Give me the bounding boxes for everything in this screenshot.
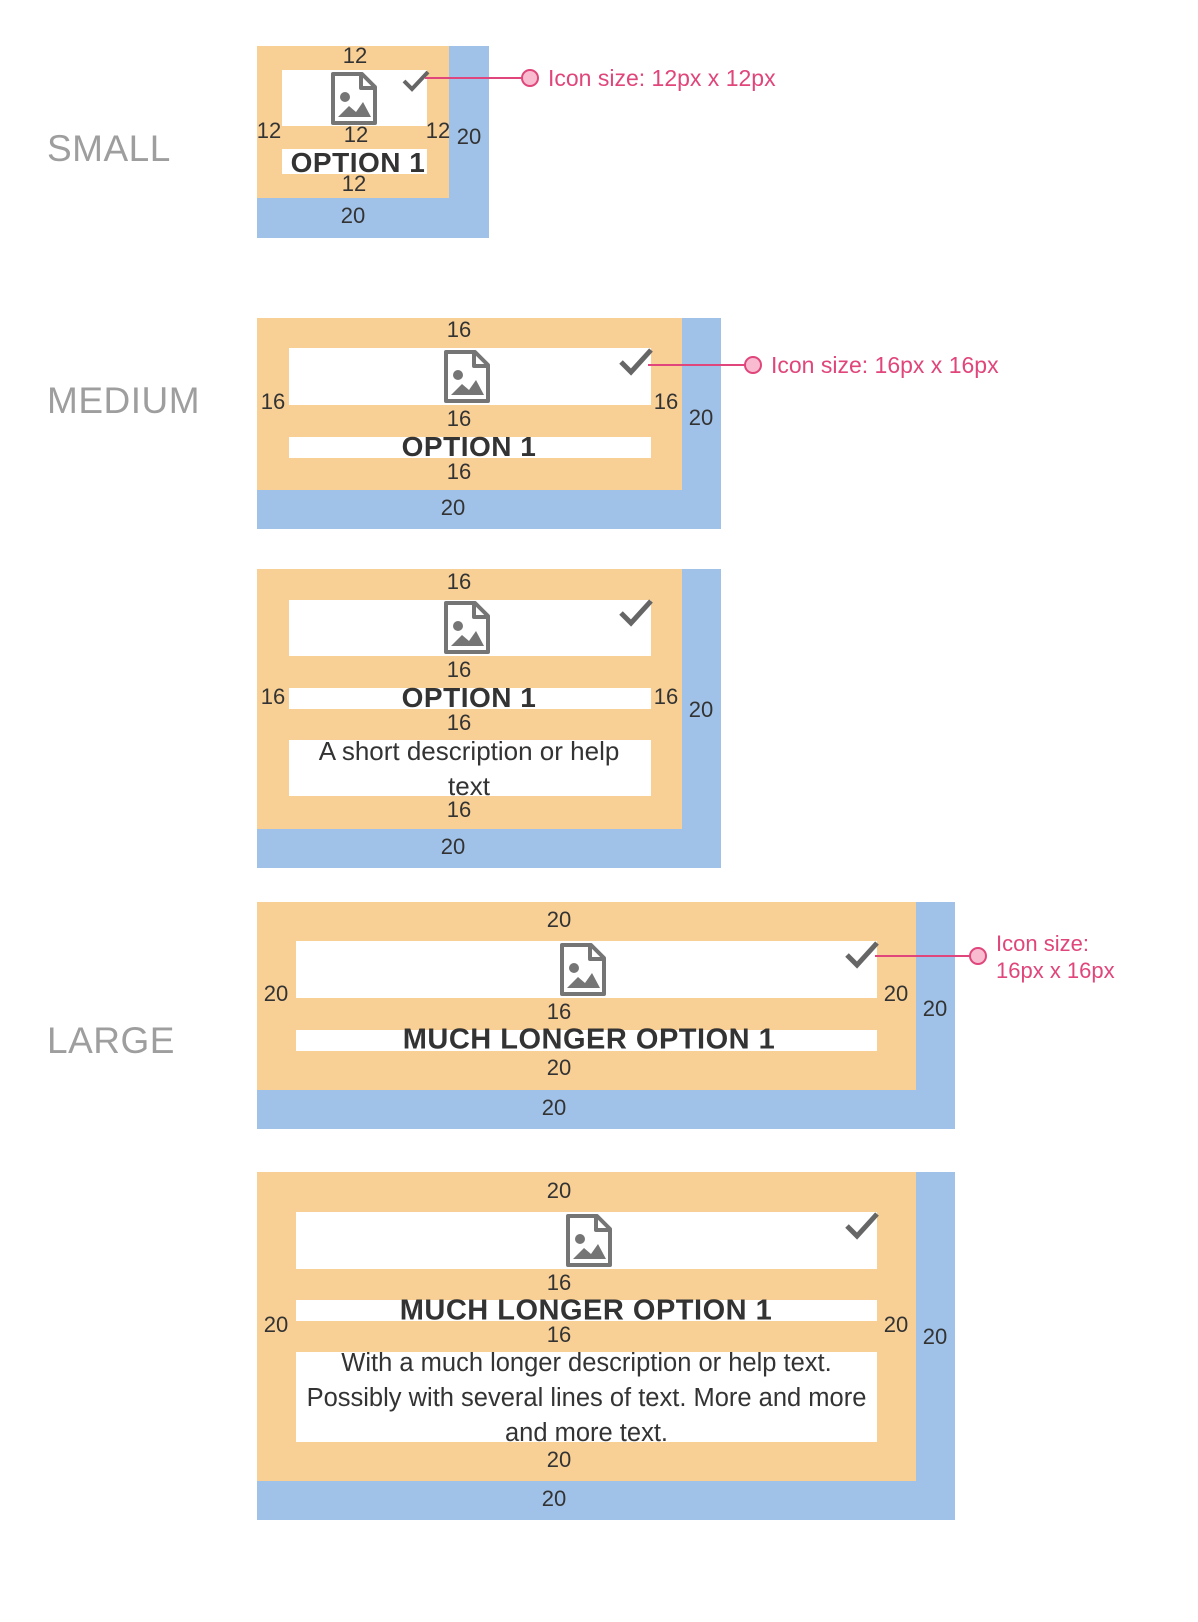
medium-a-pad-bottom: 16 bbox=[446, 459, 472, 484]
medium-a-icon-area bbox=[289, 348, 651, 405]
large-b-option-title: MUCH LONGER OPTION 1 bbox=[399, 1294, 773, 1327]
medium-a-option-title: OPTION 1 bbox=[401, 431, 537, 462]
medium-a-title-area bbox=[289, 437, 651, 458]
size-label-large: LARGE bbox=[47, 1020, 175, 1061]
annotation-dot bbox=[744, 356, 762, 374]
size-label-medium: MEDIUM bbox=[47, 380, 201, 421]
medium-b-gap-2: 16 bbox=[446, 710, 472, 735]
annotation-dot bbox=[521, 69, 539, 87]
small-pad-right: 12 bbox=[425, 118, 451, 143]
large-a-pad-top: 20 bbox=[546, 907, 572, 932]
large-b-shadow-right: 20 bbox=[922, 1324, 948, 1349]
large-b-description: With a much longer description or help t… bbox=[306, 1349, 867, 1447]
medium-a-pad-right: 16 bbox=[653, 389, 679, 414]
large-b-pad-top: 20 bbox=[546, 1178, 572, 1203]
medium-a-shadow-right: 20 bbox=[688, 405, 714, 430]
medium-a-gap: 16 bbox=[446, 406, 472, 431]
annotation-line bbox=[875, 955, 973, 957]
medium-b-gap-1: 16 bbox=[446, 657, 472, 682]
annotation-line bbox=[648, 364, 748, 366]
small-shadow-bottom: 20 bbox=[340, 203, 366, 228]
image-file-icon bbox=[444, 350, 490, 403]
small-pad-left: 12 bbox=[256, 118, 282, 143]
medium-a-shadow-bottom: 20 bbox=[440, 495, 466, 520]
medium-b-icon-area bbox=[289, 600, 651, 656]
large-a-shadow-bottom: 20 bbox=[541, 1095, 567, 1120]
annotation-text: Icon size: 12px x 12px bbox=[548, 65, 776, 91]
large-b-pad-right: 20 bbox=[883, 1312, 909, 1337]
large-a-option-title: MUCH LONGER OPTION 1 bbox=[402, 1023, 776, 1056]
medium-b-pad-top: 16 bbox=[446, 569, 472, 594]
small-shadow-right: 20 bbox=[456, 124, 482, 149]
checkmark-icon bbox=[619, 348, 653, 376]
large-a-pad-left: 20 bbox=[263, 981, 289, 1006]
large-a-shadow-right: 20 bbox=[922, 996, 948, 1021]
image-file-icon bbox=[331, 72, 377, 125]
image-file-icon bbox=[566, 1214, 612, 1267]
large-b-gap-2: 16 bbox=[546, 1322, 572, 1347]
annotation-text-line2: 16px x 16px bbox=[996, 958, 1115, 983]
medium-b-pad-right: 16 bbox=[653, 684, 679, 709]
checkmark-icon bbox=[402, 70, 430, 92]
large-b-gap-1: 16 bbox=[546, 1270, 572, 1295]
large-b-desc-area bbox=[296, 1352, 877, 1442]
small-title-area bbox=[282, 149, 427, 174]
small-option-title: OPTION 1 bbox=[290, 147, 426, 178]
large-a-pad-right: 20 bbox=[883, 981, 909, 1006]
annotation-text: Icon size: 16px x 16px bbox=[771, 352, 999, 378]
image-file-icon bbox=[560, 943, 606, 996]
size-label-small: SMALL bbox=[47, 128, 171, 169]
medium-a-pad-top: 16 bbox=[446, 317, 472, 342]
checkmark-icon bbox=[845, 1212, 879, 1240]
annotation-line bbox=[425, 77, 525, 79]
large-a-pad-bottom: 20 bbox=[546, 1055, 572, 1080]
medium-b-description: A short description or help text bbox=[318, 736, 620, 801]
large-b-icon-area bbox=[296, 1212, 877, 1269]
large-a-gap: 16 bbox=[546, 999, 572, 1024]
annotation-text-line1: Icon size: bbox=[996, 931, 1089, 956]
medium-b-desc-area bbox=[289, 740, 651, 796]
medium-b-pad-left: 16 bbox=[260, 684, 286, 709]
medium-b-shadow-right: 20 bbox=[688, 697, 714, 722]
small-gap: 12 bbox=[343, 122, 369, 147]
large-b-title-area bbox=[296, 1300, 877, 1321]
large-a-icon-area bbox=[296, 941, 877, 998]
annotation-dot bbox=[969, 947, 987, 965]
medium-b-title-area bbox=[289, 688, 651, 709]
checkmark-icon bbox=[845, 941, 879, 969]
medium-b-option-title: OPTION 1 bbox=[401, 682, 537, 713]
large-b-pad-bottom: 20 bbox=[546, 1447, 572, 1472]
medium-a-pad-left: 16 bbox=[260, 389, 286, 414]
large-a-title-area bbox=[296, 1030, 877, 1051]
large-b-pad-left: 20 bbox=[263, 1312, 289, 1337]
small-pad-bottom: 12 bbox=[341, 171, 367, 196]
large-b-shadow-bottom: 20 bbox=[541, 1486, 567, 1511]
medium-b-pad-bottom: 16 bbox=[446, 797, 472, 822]
medium-b-shadow-bottom: 20 bbox=[440, 834, 466, 859]
checkmark-icon bbox=[619, 599, 653, 627]
small-pad-top: 12 bbox=[342, 43, 368, 68]
image-file-icon bbox=[444, 601, 490, 654]
